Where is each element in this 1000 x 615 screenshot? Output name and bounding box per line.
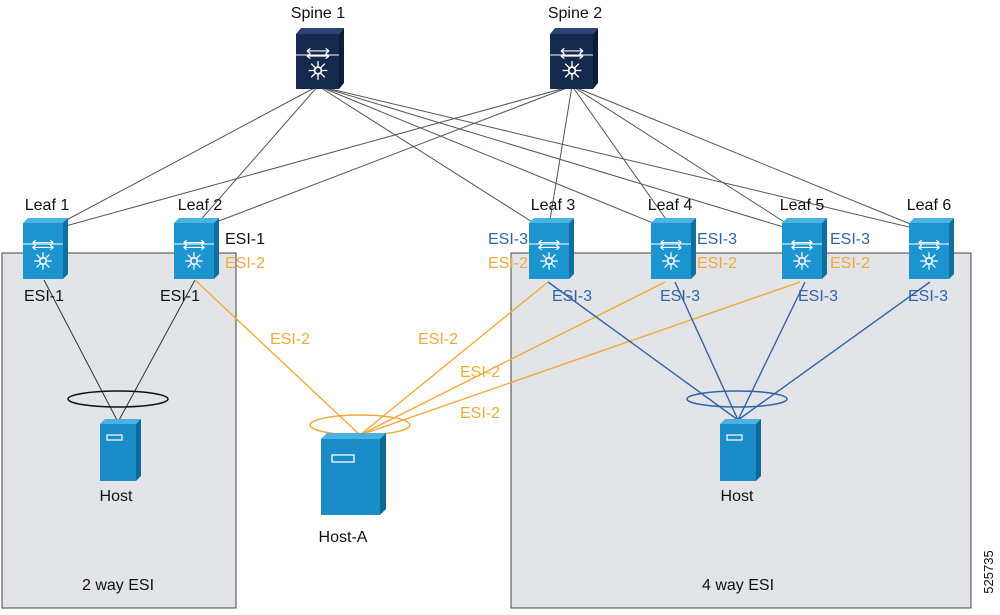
- leaf-2-switch-icon: [174, 218, 219, 279]
- left-host-server-icon: [100, 419, 141, 481]
- spine-2-label: Spine 2: [548, 5, 602, 22]
- figure-id: 525735: [981, 550, 996, 593]
- leaf5-esi2-side-label: ESI-2: [830, 255, 870, 272]
- leaf-6-label: Leaf 6: [907, 197, 952, 214]
- esi2-link-label-c: ESI-2: [460, 364, 500, 381]
- leaf4-esi2-side-label: ESI-2: [697, 255, 737, 272]
- leaf5-esi3-label: ESI-3: [798, 288, 838, 305]
- leaf-5-label: Leaf 5: [780, 197, 825, 214]
- leaf-4-switch-icon: [651, 218, 696, 279]
- right-host-server-icon: [720, 419, 761, 481]
- leaf2-esi1-label: ESI-1: [160, 288, 200, 305]
- spine-1-switch-icon: [296, 28, 344, 89]
- leaf-2-label: Leaf 2: [178, 197, 223, 214]
- esi3-lag-ring: [686, 390, 788, 408]
- leaf-3-label: Leaf 3: [531, 197, 576, 214]
- leaf5-esi3-side-label: ESI-3: [830, 231, 870, 248]
- leaf2-esi2-side-label: ESI-2: [225, 255, 265, 272]
- leaf-6-switch-icon: [909, 218, 954, 279]
- esi2-link-label-b: ESI-2: [418, 331, 458, 348]
- spine-1-label: Spine 1: [291, 5, 345, 22]
- esi2-link-label-d: ESI-2: [460, 405, 500, 422]
- leaf-3-switch-icon: [529, 218, 574, 279]
- four-way-esi-label: 4 way ESI: [702, 577, 774, 594]
- two-way-esi-label: 2 way ESI: [82, 577, 154, 594]
- leaf-4-label: Leaf 4: [648, 197, 693, 214]
- leaf2-esi1-side-label: ESI-1: [225, 231, 265, 248]
- esi2-links: [194, 279, 801, 436]
- leaf-1-label: Leaf 1: [25, 197, 70, 214]
- esi3-links: [547, 281, 931, 421]
- esi1-lag-ring: [67, 390, 169, 408]
- esi2-link-label-a: ESI-2: [270, 331, 310, 348]
- leaf3-esi2-side-label: ESI-2: [488, 255, 528, 272]
- left-host-label: Host: [100, 488, 133, 505]
- leaf3-esi3-side-label: ESI-3: [488, 231, 528, 248]
- leaf1-esi1-label: ESI-1: [24, 288, 64, 305]
- esi2-lag-ring: [309, 414, 411, 436]
- leaf4-esi3-side-label: ESI-3: [697, 231, 737, 248]
- spine-leaf-links: [43, 85, 931, 233]
- leaf4-esi3-label: ESI-3: [660, 288, 700, 305]
- leaf3-esi3-label: ESI-3: [552, 288, 592, 305]
- leaf-1-switch-icon: [23, 218, 68, 279]
- spine-2-switch-icon: [550, 28, 598, 89]
- host-a-server-icon: [321, 433, 386, 515]
- host-a-label: Host-A: [319, 529, 368, 546]
- right-host-label: Host: [721, 488, 754, 505]
- leaf6-esi3-label: ESI-3: [908, 288, 948, 305]
- leaf-5-switch-icon: [782, 218, 827, 279]
- esi1-links: [43, 279, 196, 423]
